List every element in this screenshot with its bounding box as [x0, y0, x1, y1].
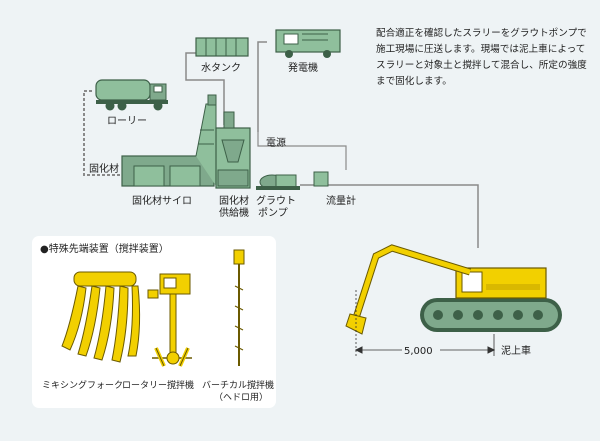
- silo-label: 固化材サイロ: [132, 194, 192, 207]
- generator-label: 発電機: [288, 61, 318, 74]
- vertical-mixer-label-2: （ヘドロ用）: [214, 392, 268, 403]
- generator: [275, 29, 341, 58]
- vertical-mixer-label-1: バーチカル撹拌機: [202, 379, 274, 391]
- special-tip-devices-inset: ●特殊先端装置（撹拌装置） ミキシングフォーク ロータリー撹拌機: [32, 236, 276, 408]
- grout-pump-label-1: グラウト: [256, 194, 296, 207]
- solidifier-silo: [121, 94, 217, 187]
- mud-vehicle-label: 泥上車: [501, 344, 531, 357]
- grout-pump: [256, 174, 300, 190]
- water-tank-label: 水タンク: [201, 62, 241, 74]
- inset-title: ●特殊先端装置（撹拌装置）: [40, 242, 169, 255]
- process-description: 配合適正を確認したスラリーをグラウトポンプで施工現場に圧送します。現場では泥上車…: [376, 28, 587, 87]
- piping: [83, 41, 479, 248]
- lorry: [95, 79, 168, 111]
- water-tank: [195, 37, 249, 57]
- solidifier-label: 固化材: [89, 162, 119, 175]
- rotary-mixer-label: ロータリー撹拌機: [122, 379, 194, 391]
- flowmeter: [313, 171, 329, 187]
- solidifier-feeder: [215, 111, 251, 189]
- feeder-label-2: 供給機: [219, 206, 249, 219]
- mixing-fork-device: [61, 271, 141, 363]
- flowmeter-label: 流量計: [326, 194, 356, 207]
- distance-label: 5,000: [404, 346, 433, 357]
- feeder-label-1: 固化材: [219, 194, 249, 207]
- mixing-fork-label: ミキシングフォーク: [42, 379, 123, 391]
- power-label: 電源: [266, 136, 286, 149]
- vertical-mixer-device: [233, 249, 245, 366]
- mud-vehicle-excavator: [345, 244, 562, 335]
- lorry-label: ローリー: [107, 116, 147, 127]
- rotary-mixer-device: [147, 273, 192, 367]
- grout-pump-label-2: ポンプ: [258, 207, 288, 219]
- inset-canvas: ●特殊先端装置（撹拌装置） ミキシングフォーク ロータリー撹拌機: [40, 242, 274, 403]
